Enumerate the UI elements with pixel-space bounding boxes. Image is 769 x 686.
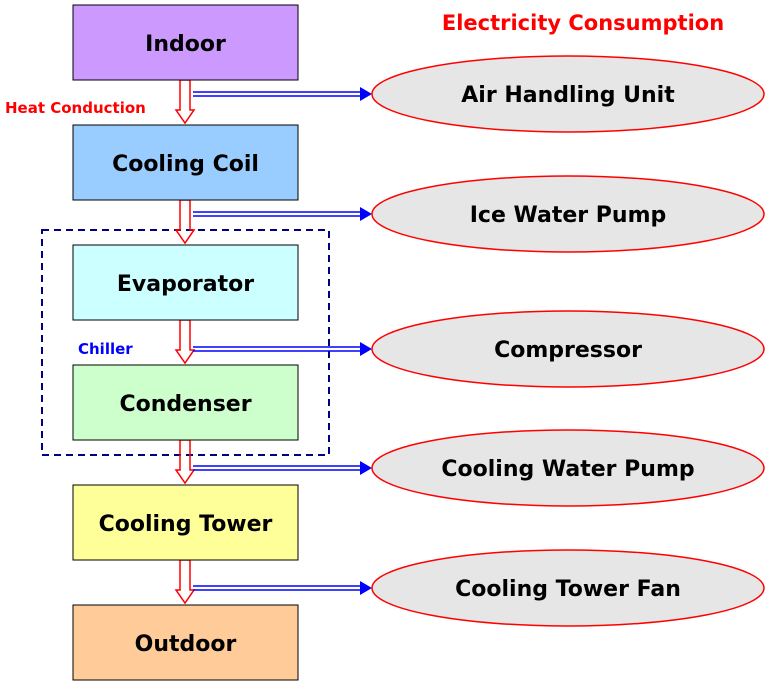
stage-box (72, 604, 299, 681)
consumer-ellipse (371, 310, 765, 388)
heat-arrow-3 (174, 319, 196, 365)
stage-label: Cooling Coil (112, 152, 259, 177)
consumer-ellipse (371, 429, 765, 507)
stage-box (72, 484, 299, 561)
consumer-ice-water-pump: Ice Water Pump (371, 175, 765, 253)
consumer-label: Compressor (494, 338, 642, 363)
consumer-air-handling-unit: Air Handling Unit (371, 55, 765, 133)
diagram-title: Electricity Consumption (442, 11, 724, 35)
power-arrow-1 (193, 87, 372, 101)
power-arrow-4 (193, 461, 372, 475)
chiller-boundary (41, 229, 330, 456)
stage-box (72, 4, 299, 81)
consumer-ellipse (371, 175, 765, 253)
power-arrow-2 (193, 207, 372, 221)
stage-box (72, 244, 299, 321)
heat-arrow-4 (174, 439, 196, 485)
heat-conduction-label: Heat Conduction (5, 99, 146, 117)
stage-label: Cooling Tower (99, 512, 273, 537)
consumer-cooling-water-pump: Cooling Water Pump (371, 429, 765, 507)
consumer-label: Air Handling Unit (461, 83, 675, 108)
consumer-compressor: Compressor (371, 310, 765, 388)
consumer-ellipse (371, 549, 765, 627)
stage-cooling-tower: Cooling Tower (72, 484, 299, 561)
power-arrow-5 (193, 581, 372, 595)
stage-cooling-coil: Cooling Coil (72, 124, 299, 201)
consumer-ellipse (371, 55, 765, 133)
consumer-label: Cooling Tower Fan (455, 577, 681, 602)
stage-condenser: Condenser (72, 364, 299, 441)
heat-arrow-1 (174, 79, 196, 125)
power-arrow-3 (193, 342, 372, 356)
stage-label: Indoor (145, 32, 226, 57)
heat-arrow-5 (174, 559, 196, 605)
stage-label: Outdoor (135, 632, 237, 657)
consumer-cooling-tower-fan: Cooling Tower Fan (371, 549, 765, 627)
chiller-label: Chiller (78, 340, 133, 358)
consumer-label: Cooling Water Pump (441, 457, 694, 482)
stage-indoor: Indoor (72, 4, 299, 81)
heat-arrow-2 (174, 199, 196, 245)
stage-evaporator: Evaporator (72, 244, 299, 321)
stage-box (72, 364, 299, 441)
consumer-label: Ice Water Pump (470, 203, 667, 228)
stage-outdoor: Outdoor (72, 604, 299, 681)
stage-label: Evaporator (117, 272, 254, 297)
stage-label: Condenser (119, 392, 251, 417)
stage-box (72, 124, 299, 201)
